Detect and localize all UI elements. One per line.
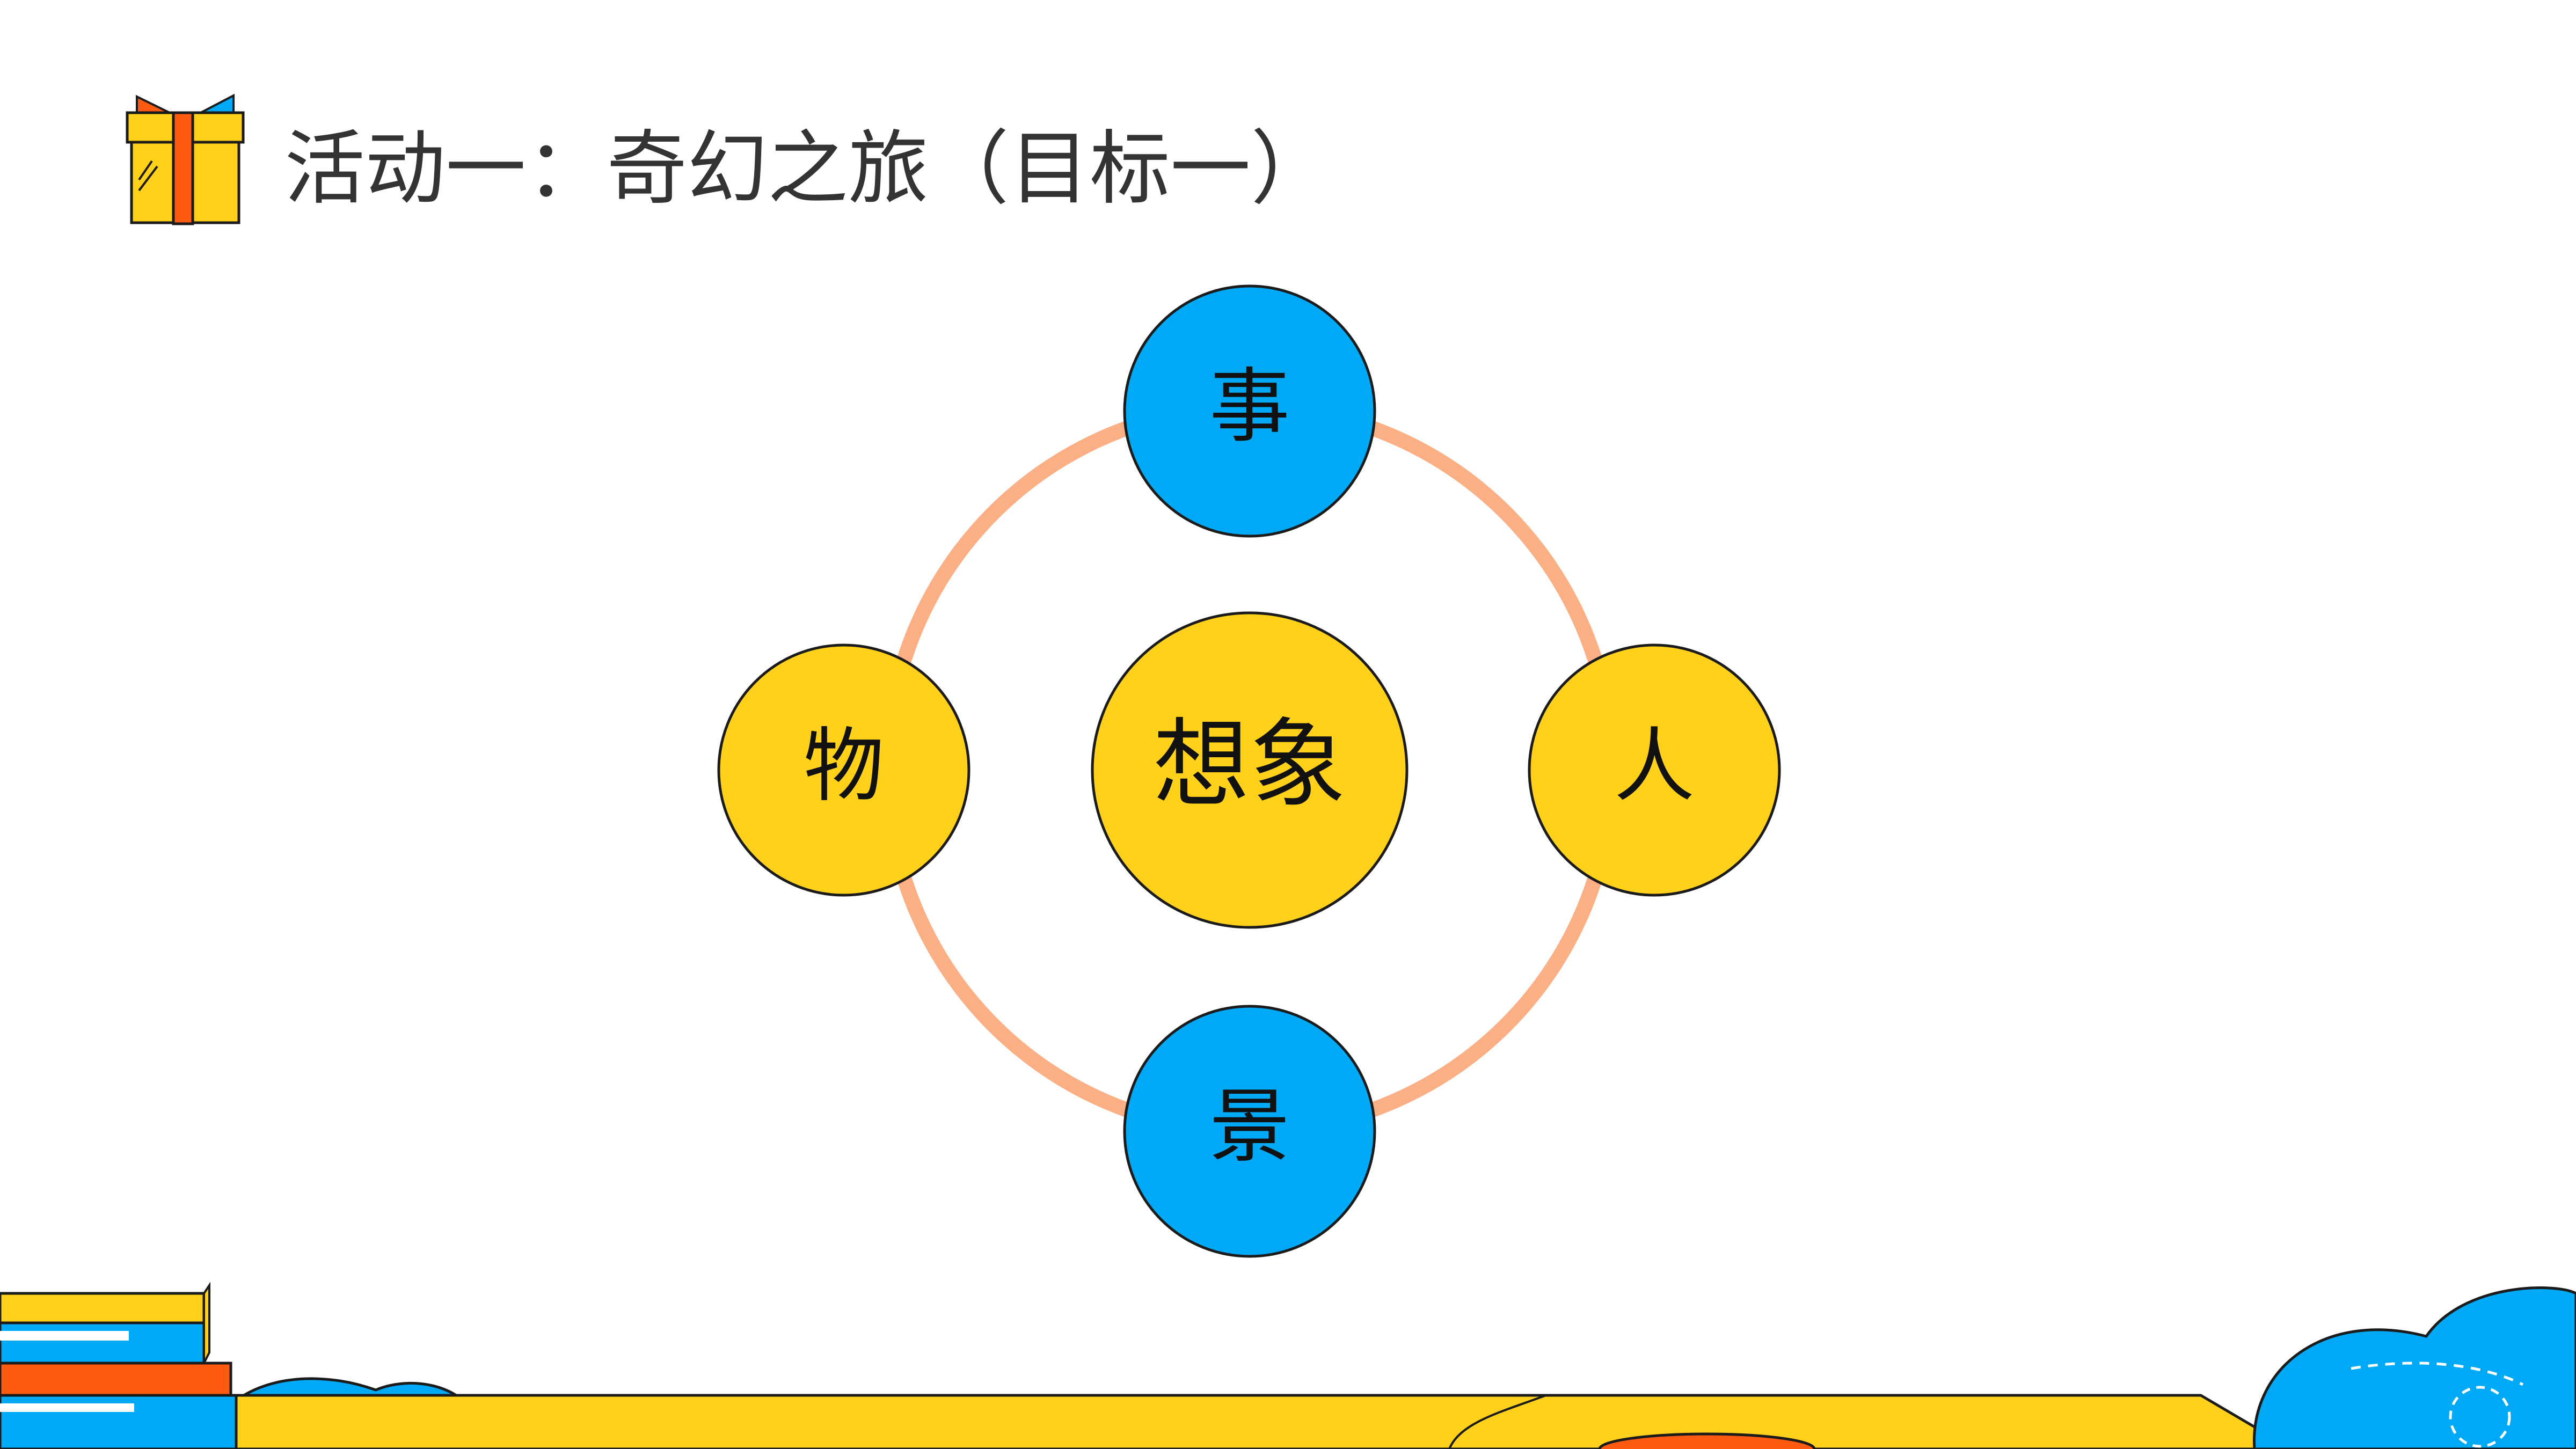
diagram-node-left: 物: [717, 643, 970, 897]
center-label: 想象: [1153, 709, 1346, 821]
diagram-node-right: 人: [1528, 643, 1781, 897]
slide-title: 活动一：奇幻之旅（目标一）: [284, 122, 1332, 216]
node-label-top: 事: [1209, 360, 1290, 453]
diagram-center-node: 想象: [1091, 611, 1409, 929]
diagram-node-top: 事: [1123, 284, 1376, 538]
node-label-bottom: 景: [1209, 1080, 1290, 1174]
book-stack-decoration: [0, 1282, 238, 1449]
node-label-left: 物: [804, 720, 884, 813]
orange-dish-decoration: [1598, 1432, 1816, 1449]
gift-box-icon: [126, 93, 245, 225]
desk-decoration: [158, 1394, 2295, 1449]
cloud-right-decoration: [2253, 1286, 2576, 1449]
bottom-decoration: [0, 1282, 2576, 1449]
node-label-right: 人: [1614, 720, 1695, 813]
diagram-node-bottom: 景: [1123, 1005, 1376, 1258]
